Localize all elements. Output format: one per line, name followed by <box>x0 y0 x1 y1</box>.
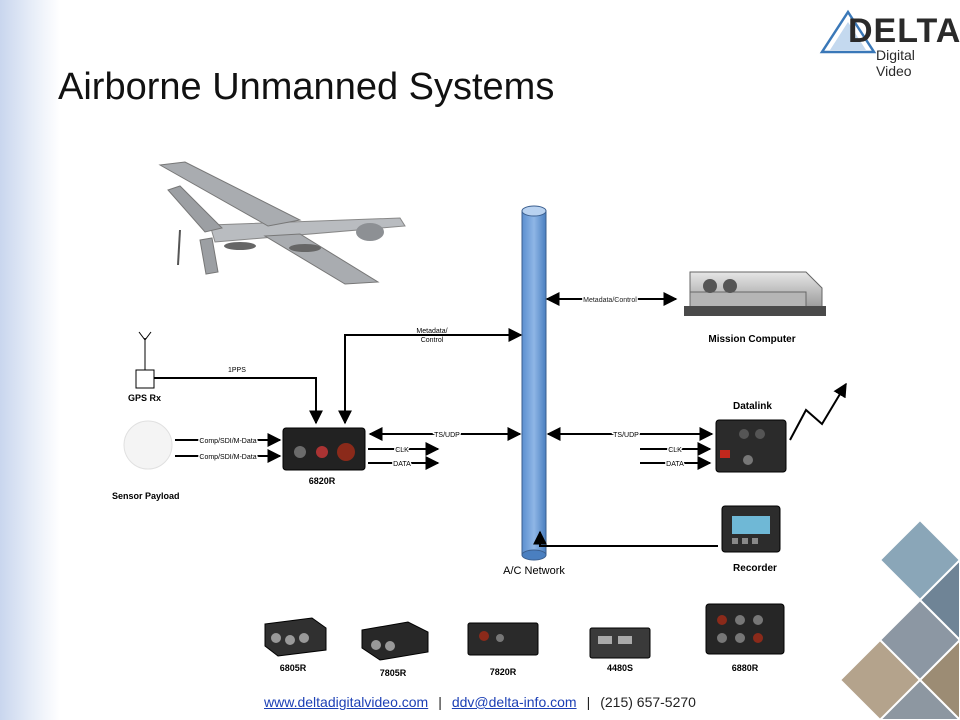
radio-link-icon <box>789 382 847 441</box>
footer-separator: | <box>438 694 442 710</box>
sensor-payload-label: Sensor Payload <box>112 491 180 501</box>
network-label: A/C Network <box>503 565 565 577</box>
data-left-label: DATA <box>393 461 411 468</box>
product-6880r-label: 6880R <box>732 663 759 673</box>
ac-network-bus <box>521 205 547 561</box>
meta-control-left-arrow <box>338 328 523 425</box>
pps-label: 1PPS <box>228 367 246 374</box>
product-7820r-label: 7820R <box>490 667 517 677</box>
ts-udp-right-label: TS/UDP <box>613 432 639 439</box>
phone-number: (215) 657-5270 <box>600 694 696 710</box>
left-gradient-band <box>0 0 60 720</box>
gps-label: GPS Rx <box>128 393 161 403</box>
product-7820r-image <box>467 622 539 656</box>
product-7805r-label: 7805R <box>380 668 407 678</box>
decorative-photo-tiles <box>838 518 960 720</box>
gps-antenna-icon <box>135 331 155 389</box>
delta-triangle-icon <box>819 9 877 54</box>
meta-control-left-label-1: Metadata/ <box>416 328 447 335</box>
encoder-label: 6820R <box>309 476 336 486</box>
clk-right-label: CLK <box>668 447 682 454</box>
datalink-image <box>715 419 787 473</box>
delta-logo: DELTA Digital Video <box>818 8 960 79</box>
ts-udp-left-label: TS/UDP <box>434 432 460 439</box>
footer-separator: | <box>586 694 591 710</box>
product-7805r-image <box>361 621 429 661</box>
email-link[interactable]: ddv@delta-info.com <box>451 694 577 710</box>
data-right-label: DATA <box>666 461 684 468</box>
input-label-1: Comp/SDI/M-Data <box>199 438 256 445</box>
product-6880r-image <box>705 603 785 655</box>
product-6805r-label: 6805R <box>280 663 307 673</box>
uav-drone-image <box>158 161 406 285</box>
encoder-6820r-image <box>282 427 366 471</box>
product-6805r-image <box>264 617 327 657</box>
page-title: Airborne Unmanned Systems <box>58 66 555 108</box>
mission-computer-label: Mission Computer <box>708 334 795 345</box>
product-4480s-image <box>589 627 651 659</box>
datalink-label: Datalink <box>733 401 772 412</box>
clk-left-label: CLK <box>395 447 409 454</box>
website-link[interactable]: www.deltadigitalvideo.com <box>264 694 429 710</box>
meta-control-left-label-2: Control <box>421 337 444 344</box>
footer: www.deltadigitalvideo.com | ddv@delta-info… <box>0 694 960 710</box>
recorder-label: Recorder <box>733 563 777 574</box>
recorder-arrow <box>533 530 718 547</box>
input-label-2: Comp/SDI/M-Data <box>199 454 256 461</box>
mission-computer-image <box>684 271 826 316</box>
product-4480s-label: 4480S <box>607 663 633 673</box>
sensor-payload-image <box>123 420 173 470</box>
logo-word: DELTA <box>848 12 960 50</box>
meta-control-right-label: Metadata/Control <box>583 297 637 304</box>
recorder-image <box>721 505 781 553</box>
pps-arrow <box>154 377 323 425</box>
logo-subtitle: Digital Video <box>876 47 915 79</box>
